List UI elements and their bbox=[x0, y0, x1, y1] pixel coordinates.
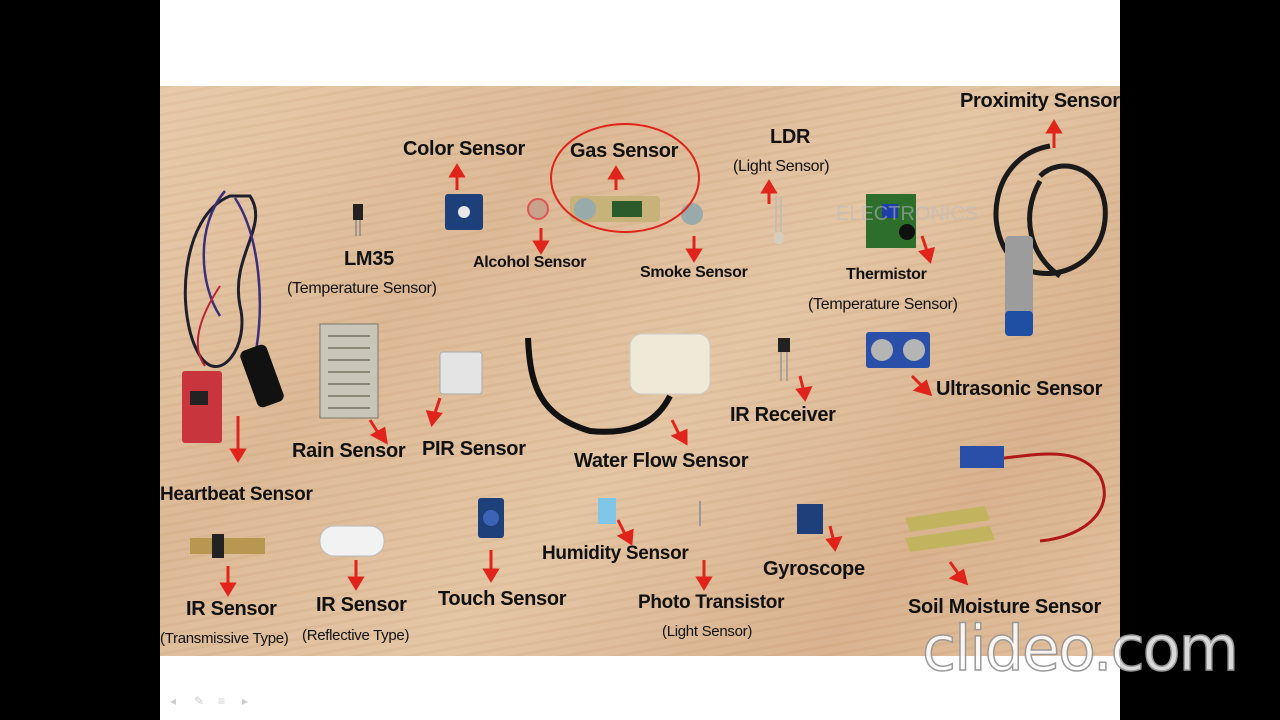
label-ir-sensor-reflective-sub: (Reflective Type) bbox=[302, 627, 410, 644]
arrow bbox=[607, 165, 625, 190]
label-ultrasonic-sensor: Ultrasonic Sensor bbox=[936, 378, 1103, 400]
arrow bbox=[825, 525, 843, 552]
label-alcohol-sensor: Alcohol Sensor bbox=[473, 254, 587, 271]
arrow bbox=[532, 228, 550, 255]
label-gyroscope: Gyroscope bbox=[763, 558, 865, 580]
label-photo-transistor: Photo Transistor bbox=[638, 592, 785, 613]
gas-sensor-highlight-circle bbox=[550, 123, 700, 233]
label-soil-moisture-sensor: Soil Moisture Sensor bbox=[908, 596, 1101, 618]
thermistor-device bbox=[866, 194, 916, 248]
arrow bbox=[347, 560, 365, 591]
arrow bbox=[448, 163, 466, 190]
proximity-sensor-device bbox=[993, 143, 1108, 336]
label-ir-sensor-reflective: IR Sensor bbox=[316, 594, 407, 616]
alcohol-sensor-device bbox=[527, 198, 549, 220]
sensor-photo: ELECTRONICS Color Sensor bbox=[160, 86, 1120, 656]
arrow bbox=[229, 416, 247, 463]
rain-sensor-device bbox=[319, 323, 379, 419]
label-ir-receiver: IR Receiver bbox=[730, 404, 836, 426]
label-rain-sensor: Rain Sensor bbox=[292, 440, 406, 462]
ldr-device bbox=[774, 196, 784, 244]
label-humidity-sensor: Humidity Sensor bbox=[542, 543, 689, 564]
gyroscope-device bbox=[797, 504, 823, 534]
label-smoke-sensor: Smoke Sensor bbox=[640, 264, 748, 281]
label-thermistor: Thermistor bbox=[846, 266, 927, 283]
arrow bbox=[1045, 119, 1063, 148]
ir-reflective-device bbox=[319, 525, 385, 557]
label-ldr: LDR bbox=[770, 126, 811, 148]
menu-icon[interactable]: ≡ bbox=[218, 694, 226, 708]
label-lm35: LM35 bbox=[344, 248, 394, 270]
arrow bbox=[219, 566, 237, 597]
ir-transmissive-device bbox=[190, 538, 265, 554]
label-water-flow-sensor: Water Flow Sensor bbox=[574, 450, 749, 472]
clideo-watermark: clideo.com bbox=[921, 611, 1240, 686]
arrow bbox=[795, 375, 813, 402]
arrows bbox=[219, 119, 1063, 597]
label-touch-sensor: Touch Sensor bbox=[438, 588, 567, 610]
arrow bbox=[910, 374, 933, 397]
label-proximity-sensor: Proximity Sensor bbox=[960, 90, 1120, 112]
forward-arrow-icon[interactable]: ▸ bbox=[242, 694, 249, 708]
label-pir-sensor: PIR Sensor bbox=[422, 438, 526, 460]
arrow bbox=[948, 561, 969, 586]
label-ir-sensor-transmissive-sub: (Transmissive Type) bbox=[160, 630, 289, 647]
water-flow-sensor-device bbox=[525, 333, 711, 435]
label-color-sensor: Color Sensor bbox=[403, 138, 525, 160]
arrow bbox=[685, 236, 703, 263]
lm35-device bbox=[353, 204, 363, 236]
ir-receiver-device bbox=[778, 338, 790, 381]
label-heartbeat-sensor: Heartbeat Sensor bbox=[160, 484, 313, 505]
label-ldr-sub: (Light Sensor) bbox=[733, 158, 830, 175]
arrow bbox=[616, 519, 634, 546]
humidity-sensor-device bbox=[598, 498, 616, 524]
arrow bbox=[918, 235, 936, 264]
soil-moisture-sensor-device bbox=[905, 446, 1106, 552]
slide-controls: ◂ ✎ ≡ ▸ bbox=[170, 694, 256, 708]
heartbeat-sensor-device bbox=[182, 190, 284, 443]
arrow bbox=[760, 179, 778, 204]
label-gas-sensor: Gas Sensor bbox=[570, 140, 679, 162]
pen-icon[interactable]: ✎ bbox=[194, 694, 205, 708]
smoke-sensor-device bbox=[681, 203, 703, 225]
label-ir-sensor-transmissive: IR Sensor bbox=[186, 598, 277, 620]
arrow bbox=[425, 397, 443, 428]
arrow bbox=[670, 419, 688, 446]
arrow bbox=[695, 560, 713, 591]
label-photo-transistor-sub: (Light Sensor) bbox=[662, 623, 753, 640]
label-lm35-sub: (Temperature Sensor) bbox=[287, 280, 437, 297]
back-arrow-icon[interactable]: ◂ bbox=[170, 694, 177, 708]
label-thermistor-sub: (Temperature Sensor) bbox=[808, 296, 958, 313]
ultrasonic-sensor-device bbox=[866, 332, 930, 368]
gas-sensor-device bbox=[570, 196, 660, 222]
pir-sensor-device bbox=[439, 351, 483, 395]
arrow bbox=[368, 419, 388, 445]
logo-watermark: ELECTRONICS bbox=[836, 203, 978, 225]
arrow bbox=[482, 550, 500, 583]
sensor-components: ELECTRONICS bbox=[182, 119, 1108, 597]
